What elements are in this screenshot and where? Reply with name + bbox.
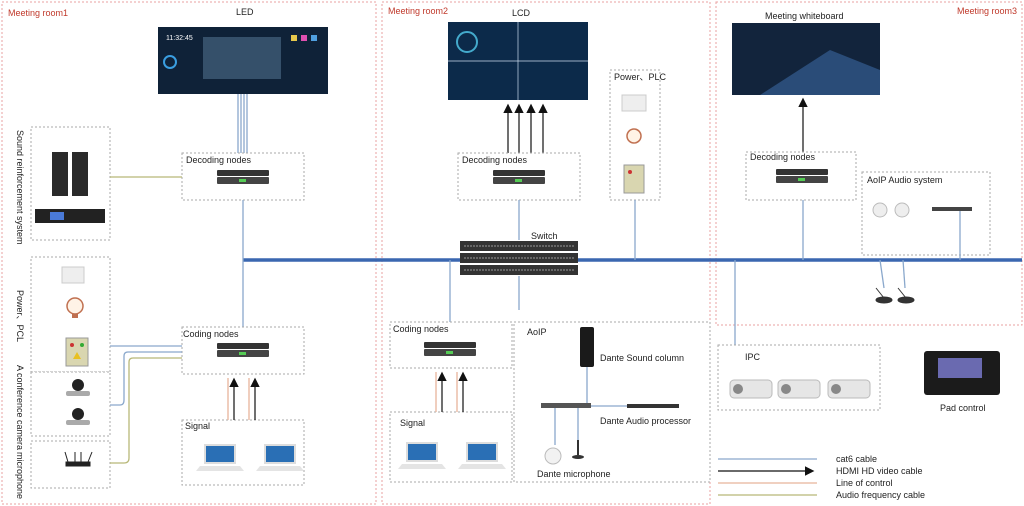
bulb-icon <box>66 297 84 318</box>
aoip-box <box>513 321 711 483</box>
control-box-icon <box>65 337 89 367</box>
room1-label: Meeting room1 <box>8 8 68 18</box>
room2-signal-label: Signal <box>400 418 425 428</box>
audio-processor-icon <box>627 404 679 408</box>
audio-processor-icon <box>932 207 972 211</box>
dante-microphone-label: Dante microphone <box>537 469 611 479</box>
lcd-screen <box>448 22 588 100</box>
sound-column-label: Dante Sound column <box>600 353 684 363</box>
dante-microphone-icon <box>544 440 584 465</box>
sound-system-label: Sound reinforcement system <box>15 130 25 245</box>
curtain-icon <box>621 94 647 112</box>
pad-control-icon[interactable] <box>924 351 1000 395</box>
power-label: Power、PCL <box>15 290 25 342</box>
meeting-room-3 <box>715 1 1023 326</box>
pad-control-label: Pad control <box>940 403 986 413</box>
lcd-label: LCD <box>512 8 531 18</box>
room2-decoding-box <box>457 152 581 201</box>
bulb-icon <box>626 128 642 144</box>
camera-label: A conference camera <box>15 365 25 450</box>
switch-label: Switch <box>531 231 558 241</box>
ipc-label: IPC <box>745 352 761 362</box>
legend-audio: Audio frequency cable <box>836 490 925 500</box>
whiteboard-screen <box>732 23 880 95</box>
speaker-icon <box>35 152 105 223</box>
legend-control: Line of control <box>836 478 893 488</box>
meeting-room-1 <box>1 1 377 505</box>
room2-coding-label: Coding nodes <box>393 324 449 334</box>
aoip-audio-label: AoIP Audio system <box>867 175 942 185</box>
led-screen: 11:32:45 <box>158 27 328 94</box>
sound-column-icon <box>580 327 594 367</box>
network-switch-icon <box>460 241 578 275</box>
aoip-label: AoIP <box>527 327 547 337</box>
whiteboard-label: Meeting whiteboard <box>765 11 844 21</box>
microphone-label: microphone <box>15 452 25 499</box>
ceiling-speaker-icon <box>872 202 910 218</box>
ipc-box <box>717 344 881 411</box>
gooseneck-mic-icon <box>875 287 915 304</box>
ip-camera-icon <box>777 379 821 399</box>
room1-decoding-box <box>181 152 305 201</box>
sound-system-box <box>30 126 111 241</box>
camera-box <box>30 371 111 437</box>
room1-signal-label: Signal <box>185 421 210 431</box>
room3-label: Meeting room3 <box>957 6 1017 16</box>
legend: cat6 cable HDMI HD video cable Line of c… <box>718 454 925 500</box>
room3-decoding-label: Decoding nodes <box>750 152 816 162</box>
room1-decoding-label: Decoding nodes <box>186 155 252 165</box>
meeting-room-2 <box>381 1 711 505</box>
dante-switch-icon <box>541 403 591 408</box>
decoder-device <box>493 170 545 184</box>
encoder-device <box>424 342 476 356</box>
conference-camera-icon <box>66 379 90 425</box>
legend-hdmi: HDMI HD video cable <box>836 466 923 476</box>
ip-camera-icon <box>827 379 871 399</box>
room1-coding-label: Coding nodes <box>183 329 239 339</box>
control-box-icon <box>623 164 645 194</box>
decoder-device <box>217 170 269 184</box>
audio-processor-label: Dante Audio processor <box>600 416 691 426</box>
ip-camera-icon <box>729 379 773 399</box>
encoder-device <box>217 343 269 357</box>
led-label: LED <box>236 7 254 17</box>
room2-label: Meeting room2 <box>388 6 448 16</box>
wireless-mic-receiver-icon <box>64 451 93 467</box>
decoder-device <box>776 169 828 183</box>
room2-decoding-label: Decoding nodes <box>462 155 528 165</box>
legend-cat6: cat6 cable <box>836 454 877 464</box>
room2-power-label: Power、PLC <box>614 72 667 82</box>
curtain-icon <box>61 266 85 284</box>
led-clock: 11:32:45 <box>166 35 193 42</box>
